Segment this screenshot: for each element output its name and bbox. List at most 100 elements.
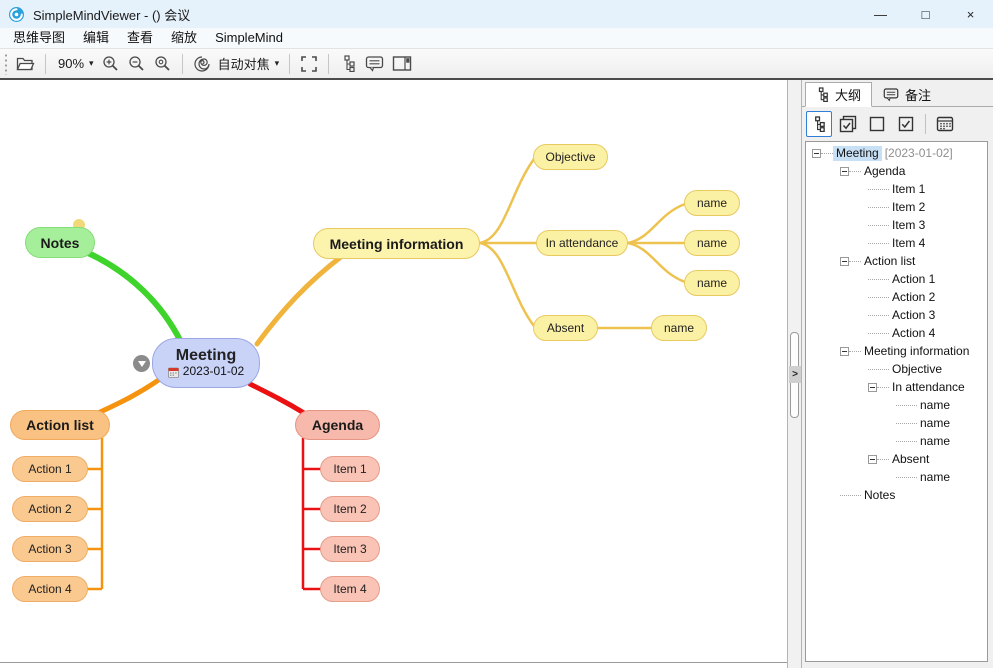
- mindmap-node-item-3[interactable]: Item 3: [320, 536, 380, 562]
- mindmap-node-name-1[interactable]: name: [684, 190, 740, 216]
- menu-view[interactable]: 查看: [118, 28, 162, 48]
- outline-tree-item-action-list[interactable]: Action list: [806, 252, 987, 270]
- tree-connector: [840, 495, 861, 496]
- mindmap-node-action-4[interactable]: Action 4: [12, 576, 88, 602]
- menu-simplemind[interactable]: SimpleMind: [206, 28, 292, 48]
- mindmap-node-objective[interactable]: Objective: [533, 144, 608, 170]
- outline-tree-item-name[interactable]: name: [806, 414, 987, 432]
- zoom-in-button[interactable]: [98, 51, 124, 77]
- branch-line-action-list: [98, 379, 160, 413]
- outline-tree-item-name[interactable]: name: [806, 468, 987, 486]
- maximize-button[interactable]: □: [903, 0, 948, 28]
- mindmap-node-action-2[interactable]: Action 2: [12, 496, 88, 522]
- outline-tree-item-absent[interactable]: Absent: [806, 450, 987, 468]
- unchecked-filter-button[interactable]: [864, 111, 890, 137]
- open-file-button[interactable]: [12, 51, 39, 77]
- tree-connector: [868, 369, 889, 370]
- zoom-actual-size-button[interactable]: [150, 51, 176, 77]
- mindmap-node-action-1[interactable]: Action 1: [12, 456, 88, 482]
- outline-tree-item-notes[interactable]: Notes: [806, 486, 987, 504]
- outline-item-label: Action list: [861, 254, 918, 269]
- outline-item-label: Absent: [889, 452, 932, 467]
- node-label: Action 4: [28, 582, 71, 596]
- mindmap-node-meeting-information[interactable]: Meeting information: [313, 228, 480, 259]
- outline-item-label: Item 3: [889, 218, 928, 233]
- mindmap-node-name-3[interactable]: name: [684, 270, 740, 296]
- dates-button[interactable]: [932, 111, 958, 137]
- mindmap-node-agenda[interactable]: Agenda: [295, 410, 380, 440]
- outline-tree-item-agenda[interactable]: Agenda: [806, 162, 987, 180]
- outline-tree-item-action-4[interactable]: Action 4: [806, 324, 987, 342]
- outline-tree-item-name[interactable]: name: [806, 396, 987, 414]
- mindmap-node-item-4[interactable]: Item 4: [320, 576, 380, 602]
- mindmap-node-action-list[interactable]: Action list: [10, 410, 110, 440]
- outline-item-label: Meeting: [833, 146, 882, 161]
- tree-connector: [868, 225, 889, 226]
- mindmap-node-item-2[interactable]: Item 2: [320, 496, 380, 522]
- node-date: 2023-01-02: [168, 365, 244, 379]
- sidebar-collapse-button[interactable]: >: [789, 366, 801, 383]
- outline-tree-item-action-2[interactable]: Action 2: [806, 288, 987, 306]
- mindmap-canvas[interactable]: Meeting2023-01-02 Notes Meeting informatio…: [0, 80, 787, 668]
- tree-expand-collapse-icon[interactable]: [868, 383, 877, 392]
- show-all-checkboxes-button[interactable]: [835, 111, 861, 137]
- menu-edit[interactable]: 编辑: [74, 28, 118, 48]
- tab-notes[interactable]: 备注: [872, 82, 942, 107]
- node-label: Objective: [545, 150, 595, 164]
- mindmap-node-name-2[interactable]: name: [684, 230, 740, 256]
- node-label: name: [697, 276, 727, 290]
- outline-tree-item-in-attendance[interactable]: In attendance: [806, 378, 987, 396]
- outline-tree-item-action-3[interactable]: Action 3: [806, 306, 987, 324]
- outline-tree-item-item-4[interactable]: Item 4: [806, 234, 987, 252]
- double-checkbox-icon: [839, 115, 857, 133]
- zoom-out-button[interactable]: [124, 51, 150, 77]
- mindmap-node-action-3[interactable]: Action 3: [12, 536, 88, 562]
- mindmap-node-absent[interactable]: Absent: [533, 315, 598, 341]
- canvas-vertical-scrollbar[interactable]: >: [787, 80, 802, 668]
- mindmap-node-name-4[interactable]: name: [651, 315, 707, 341]
- mindmap-node-notes[interactable]: Notes: [25, 227, 95, 258]
- outline-item-label: Meeting information: [861, 344, 972, 359]
- zoom-level-dropdown[interactable]: 90% ▾: [52, 51, 98, 77]
- mindmap-node-in-attendance[interactable]: In attendance: [536, 230, 628, 256]
- collapse-node-button[interactable]: [133, 355, 150, 372]
- node-label: Action 3: [28, 542, 71, 556]
- side-panel-toggle-button[interactable]: [388, 51, 416, 77]
- outline-tree-item-objective[interactable]: Objective: [806, 360, 987, 378]
- minimize-button[interactable]: —: [858, 0, 903, 28]
- tree-expand-collapse-icon[interactable]: [868, 455, 877, 464]
- tree-connector: [877, 459, 889, 460]
- outline-mode-tree-button[interactable]: [806, 111, 832, 137]
- close-button[interactable]: ×: [948, 0, 993, 28]
- outline-panel-button[interactable]: [335, 51, 361, 77]
- outline-tree-item-name[interactable]: name: [806, 432, 987, 450]
- main-area: Meeting2023-01-02NotesMeeting informatio…: [0, 80, 993, 668]
- menu-mindmap[interactable]: 思维导图: [4, 28, 74, 48]
- menu-zoom[interactable]: 缩放: [162, 28, 206, 48]
- mindmap-node-meeting[interactable]: Meeting2023-01-02: [152, 338, 260, 388]
- notes-panel-button[interactable]: [361, 51, 388, 77]
- tree-expand-collapse-icon[interactable]: [840, 257, 849, 266]
- outline-item-label: name: [917, 434, 953, 449]
- outline-tree-item-meeting-information[interactable]: Meeting information: [806, 342, 987, 360]
- fullscreen-icon: [300, 55, 318, 73]
- tree-connector: [821, 153, 833, 154]
- checked-filter-button[interactable]: [893, 111, 919, 137]
- outline-tree-item-item-3[interactable]: Item 3: [806, 216, 987, 234]
- outline-tree-item-item-2[interactable]: Item 2: [806, 198, 987, 216]
- autofocus-dropdown[interactable]: 自动对焦 ▾: [189, 51, 284, 77]
- outline-tree: Meeting[2023-01-02]AgendaItem 1Item 2 Ite…: [805, 141, 988, 662]
- outline-tree-item-meeting[interactable]: Meeting[2023-01-02]: [806, 144, 987, 162]
- outline-tree-item-action-1[interactable]: Action 1: [806, 270, 987, 288]
- outline-tree-item-item-1[interactable]: Item 1: [806, 180, 987, 198]
- mindmap-node-item-1[interactable]: Item 1: [320, 456, 380, 482]
- tab-outline[interactable]: 大纲: [805, 82, 872, 107]
- calendar-icon: [168, 367, 179, 378]
- tree-expand-collapse-icon[interactable]: [840, 347, 849, 356]
- fullscreen-button[interactable]: [296, 51, 322, 77]
- toolbar-grip: [4, 53, 8, 75]
- tree-expand-collapse-icon[interactable]: [840, 167, 849, 176]
- tree-connector: [896, 405, 917, 406]
- tree-expand-collapse-icon[interactable]: [812, 149, 821, 158]
